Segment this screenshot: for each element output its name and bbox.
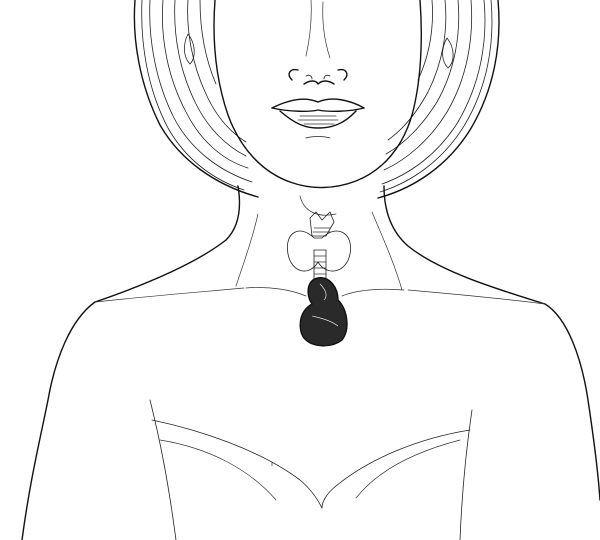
nose (289, 0, 347, 84)
thyroid-gland (287, 231, 350, 271)
thyroid (287, 212, 350, 280)
face (184, 0, 453, 188)
hair-right (378, 0, 499, 198)
hair-left (134, 0, 258, 197)
mediastinal-mass (300, 278, 347, 346)
mouth (272, 99, 364, 138)
